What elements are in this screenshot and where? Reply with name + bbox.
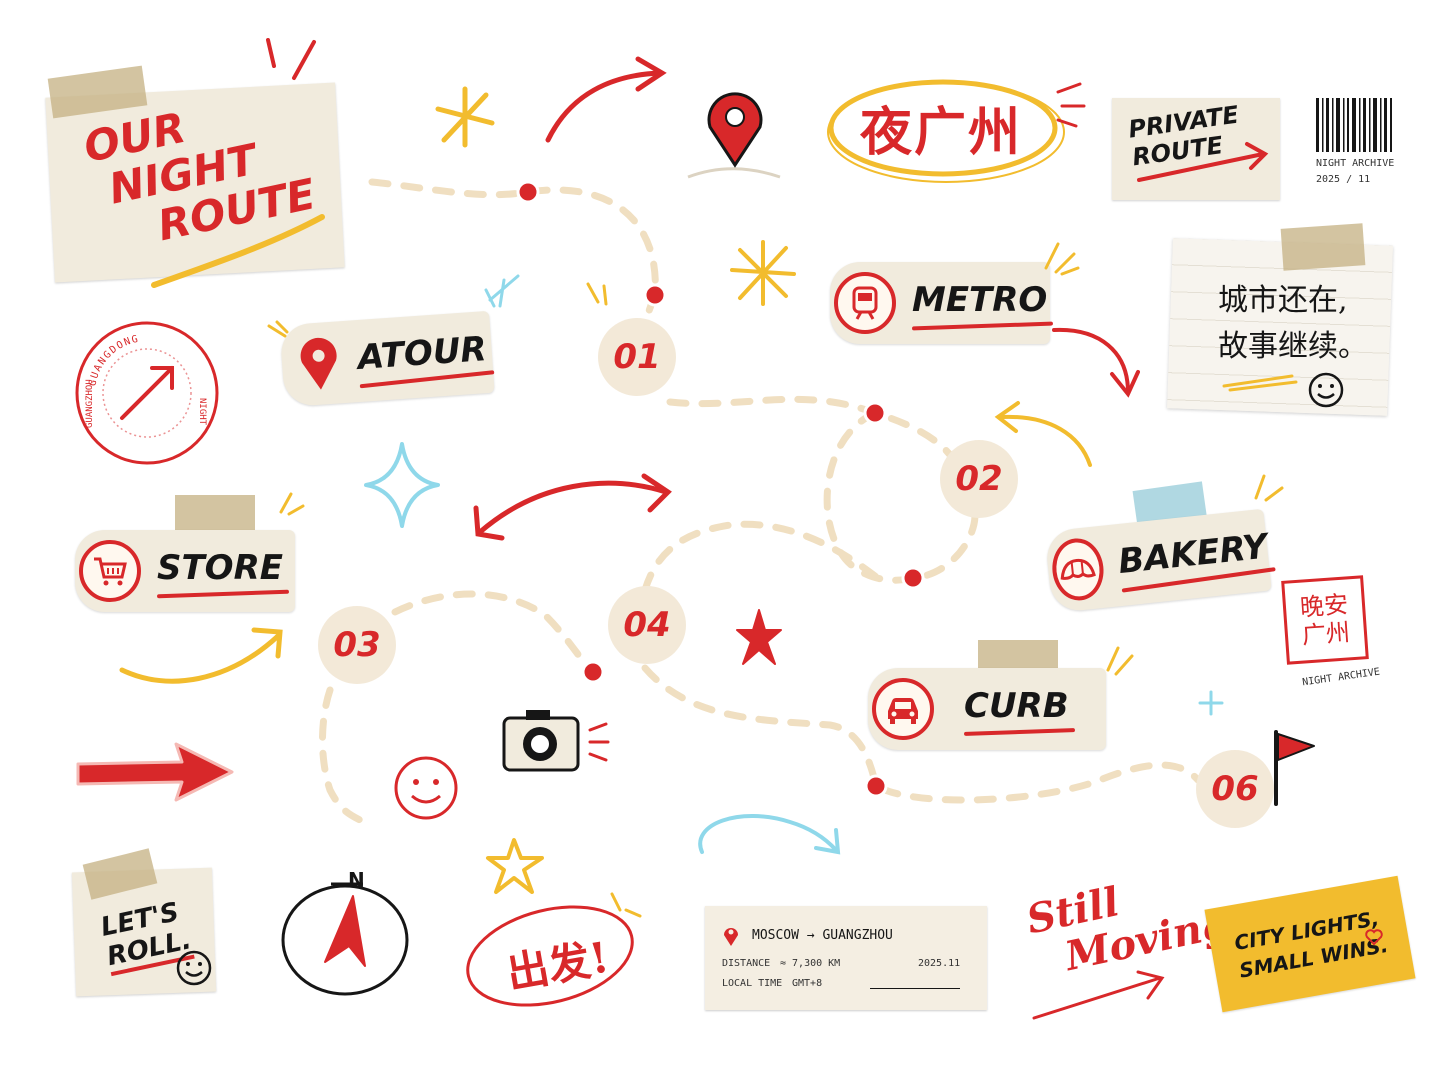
star-icon (736, 609, 782, 665)
accent-strokes (279, 492, 305, 516)
badge-bakery-label: BAKERY (1116, 527, 1269, 588)
barcode-icon (1316, 98, 1392, 152)
route-dot (863, 401, 887, 425)
badge-metro-label: METRO (912, 280, 1047, 326)
arrow-icon (698, 814, 841, 855)
sparkle-icon (1198, 690, 1224, 716)
compass-icon (281, 882, 409, 996)
star-icon (730, 240, 796, 306)
badge-metro: METRO (830, 262, 1050, 344)
route-path-h (319, 686, 364, 824)
flag-icon (1274, 730, 1315, 806)
accent-strokes (1254, 474, 1284, 502)
ticket-time-value: GMT+8 (792, 978, 823, 989)
ticket (705, 906, 987, 1010)
ticket-distance-label: DISTANCE (722, 958, 771, 969)
stamp-top-text: GUANGDONG (87, 334, 140, 388)
route-path-c (666, 395, 964, 474)
accent-strokes (1044, 242, 1080, 276)
stop-02: 02 (940, 440, 1018, 518)
route-dot (864, 774, 888, 798)
arrow-icon (1137, 142, 1269, 182)
note-line-2: 故事继续。 (1218, 329, 1368, 364)
car-icon (872, 678, 934, 740)
oval-frame (827, 79, 1086, 183)
location-pin-icon (724, 928, 738, 946)
train-icon (834, 272, 896, 334)
go-oval (466, 892, 642, 1007)
stamp-right-text: NIGHT (197, 398, 207, 426)
ticket-time-label: LOCAL TIME (722, 978, 783, 989)
note-line-1: 城市还在, (1218, 283, 1348, 318)
smiley-icon (176, 950, 212, 986)
badge-curb-label: CURB (964, 686, 1069, 732)
stamp-arc-text: GUANGDONG (87, 334, 140, 388)
stop-04: 04 (608, 586, 686, 664)
heart-icon (1365, 929, 1383, 946)
location-pin-icon (300, 337, 337, 390)
svg-text:GUANGZHOU: GUANGZHOU (85, 379, 95, 428)
ticket-distance-value: ≈ 7,300 KM (780, 958, 841, 969)
stop-06: 06 (1196, 750, 1274, 828)
arrow-icon (119, 627, 283, 684)
badge-atour-label: ATOUR (356, 329, 488, 384)
badge-atour: ATOUR (279, 310, 495, 408)
arrow-icon (1032, 970, 1165, 1020)
square-stamp: 晚安 广州 (1281, 575, 1369, 665)
round-stamp: GUANGDONG GUANGZHOU NIGHT (75, 321, 219, 465)
badge-bakery: BAKERY (1044, 508, 1272, 614)
double-arrow-icon (473, 473, 672, 541)
note-card-text: 城市还在, 故事继续。 (1218, 278, 1368, 370)
svg-text:NIGHT: NIGHT (197, 398, 207, 426)
title-underline (151, 214, 325, 288)
badge-curb: CURB (868, 668, 1106, 750)
arrow-icon (994, 401, 1092, 467)
route-path-e (641, 520, 884, 594)
ticket-date: 2025.11 (918, 958, 961, 969)
stamp-left-text: GUANGZHOU (85, 379, 95, 428)
accent-strokes (1106, 646, 1134, 676)
sparkle-icon (364, 442, 440, 528)
arrow-icon (76, 742, 234, 802)
compass-letter: N (348, 868, 365, 892)
accent-strokes (267, 320, 289, 338)
route-dot (581, 660, 605, 684)
note-scribble (1222, 374, 1298, 392)
stop-01: 01 (598, 318, 676, 396)
route-path-f (391, 590, 597, 676)
oval-label: 夜广州 (860, 102, 1023, 163)
route-dot (516, 180, 540, 204)
star-icon (486, 838, 544, 894)
accent-strokes (586, 282, 608, 306)
ticket-route: MOSCOW → GUANGZHOU (752, 928, 893, 943)
square-stamp-line-1: 晚安 (1299, 590, 1349, 622)
accent-strokes (266, 38, 316, 80)
cart-icon (79, 540, 141, 602)
star-icon (435, 86, 495, 148)
camera-icon (502, 710, 610, 772)
square-stamp-line-2: 广州 (1301, 618, 1351, 650)
route-dot (643, 283, 667, 307)
cyan-strokes (484, 274, 520, 308)
ticket-signature-line (870, 988, 960, 989)
route-dot (901, 566, 925, 590)
stop-03: 03 (318, 606, 396, 684)
store-tape (175, 495, 255, 535)
badge-store: STORE (75, 530, 295, 612)
croissant-icon (1049, 535, 1107, 603)
barcode-line-1: NIGHT ARCHIVE (1316, 158, 1395, 169)
badge-store-label: STORE (157, 548, 283, 594)
note-card-tape (1280, 223, 1366, 271)
arrow-icon (545, 56, 667, 143)
smiley-icon (1308, 372, 1344, 408)
smiley-icon (394, 756, 458, 820)
barcode-line-2: 2025 / 11 (1316, 174, 1371, 185)
location-pin-icon (687, 92, 781, 179)
arrow-icon (1052, 327, 1140, 398)
